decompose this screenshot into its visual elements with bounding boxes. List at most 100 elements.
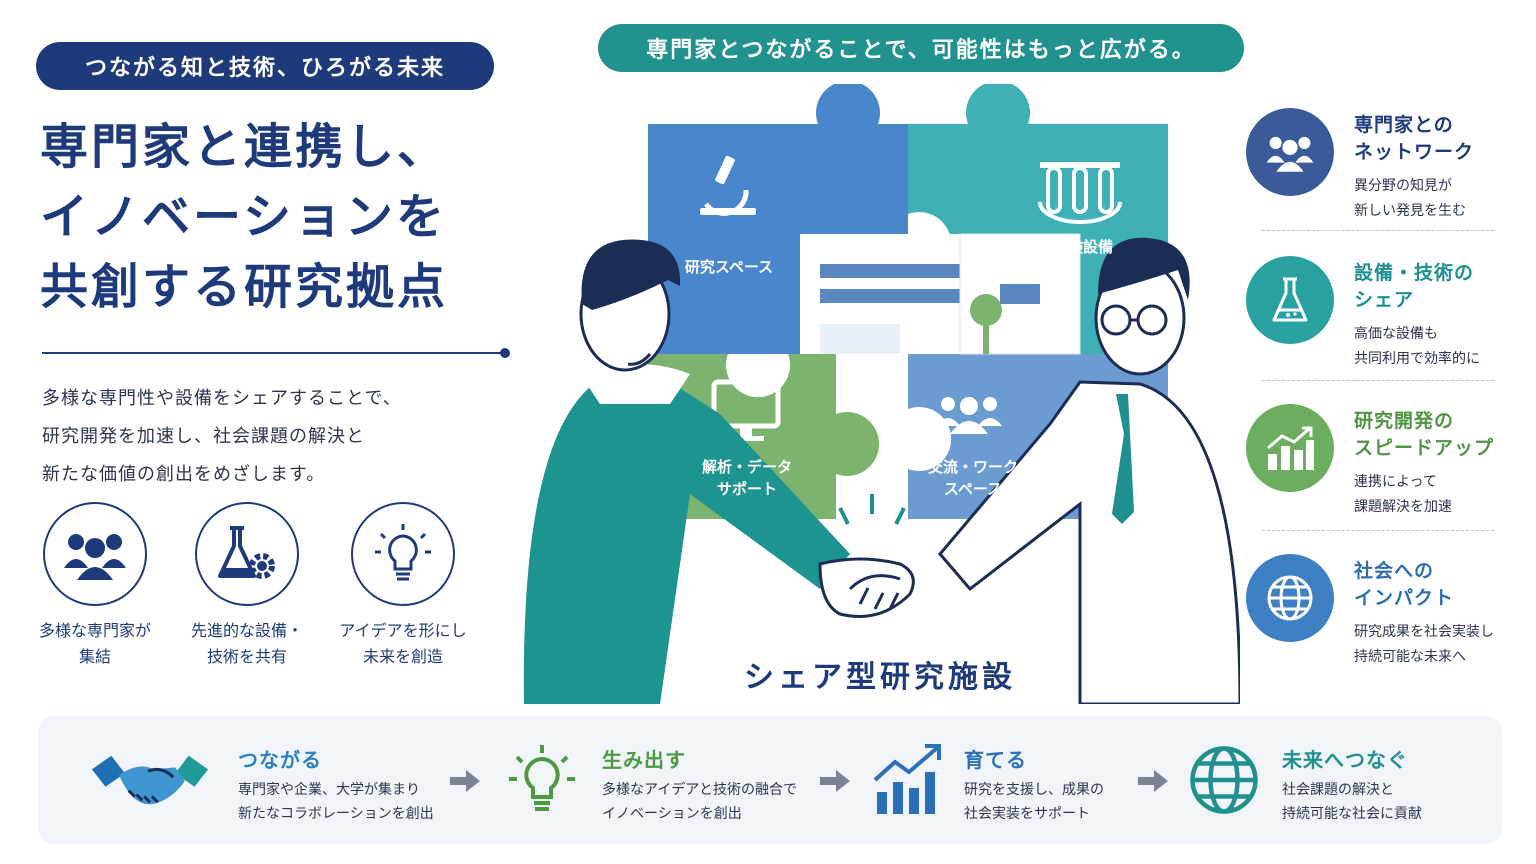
benefit-title: 設備・技術の シェア [1354,260,1474,314]
puzzle-label-analysis-support: 解析・データ サポート [692,456,802,500]
facility-label: シェア型研究施設 [744,660,1016,695]
step-desc-line: 持続可能な社会に貢献 [1282,806,1422,822]
step-icon [868,740,948,820]
puzzle-label-line: 実験設備 [1052,238,1113,256]
benefit-title-line: シェア [1354,289,1415,311]
benefit-desc-line: 連携によって [1354,474,1437,490]
title-divider [42,352,504,354]
puzzle-label-line: 研究スペース [684,258,774,276]
handshake-icon [91,755,209,805]
benefit-equipment-share: 設備・技術の シェア 高価な設備も 共同利用で効率的に [1246,256,1516,396]
people-group-icon [64,534,126,580]
arrow-right-icon [1138,770,1168,792]
tagline-pill: つながる知と技術、ひろがる未来 [36,42,494,90]
step-desc: 多様なアイデアと技術の融合で イノベーションを創出 [602,778,832,826]
feature-equipment: 先進的な設備・ 技術を共有 [172,502,322,670]
bar-chart-arrow-icon [873,744,941,814]
benefit-title: 社会への インパクト [1354,558,1454,612]
feature-icon-circle [351,502,455,606]
feature-icon-circle [43,502,147,606]
benefit-title-line: 社会への [1354,560,1435,582]
arrow-right-icon [450,770,480,792]
step-title: つながる [238,748,322,772]
benefit-title-line: 専門家との [1354,114,1454,136]
step-title: 生み出す [602,748,686,772]
people-group-icon [936,397,1002,434]
feature-label: 先進的な設備・ 技術を共有 [172,618,322,670]
page-title: 専門家と連携し、 イノベーションを 共創する研究拠点 [40,112,520,322]
benefit-title: 研究開発の スピードアップ [1354,408,1494,462]
benefit-icon-circle [1246,404,1334,492]
feature-icon-circle [195,502,299,606]
researcher-right-illustration [938,237,1240,704]
puzzle-label-lab-equipment: 実験設備 [1028,236,1138,258]
puzzle-label-line: 交流・ワーク [927,458,1018,476]
step-title: 未来へつなぐ [1282,748,1408,772]
benefit-title-line: スピードアップ [1354,437,1495,459]
feature-label: 多様な専門家が 集結 [20,618,170,670]
step-desc: 社会課題の解決と 持続可能な社会に貢献 [1282,778,1512,826]
benefit-desc-line: 研究成果を社会実装し [1354,624,1494,640]
feature-ideas: アイデアを形にし 未来を創造 [328,502,478,670]
step-desc-line: 多様なアイデアと技術の融合で [602,782,798,798]
benefit-icon-circle [1246,108,1334,196]
benefit-desc-line: 異分野の知見が [1354,178,1452,194]
puzzle-label-line: スペース [943,480,1003,498]
shared-facility-illustration [523,84,1240,704]
puzzle-label-line: 解析・データ [701,458,792,476]
people-group-icon [1266,136,1314,172]
step-desc-line: 新たなコラボレーションを創出 [238,806,434,822]
benefit-speedup: 研究開発の スピードアップ 連携によって 課題解決を加速 [1246,404,1516,544]
feature-label-line: アイデアを形にし [339,621,467,640]
feature-label-line: 多様な専門家が [38,621,151,640]
puzzle-piece-research-space [648,84,908,354]
step-icon [90,740,210,820]
lead-text: 多様な専門性や設備をシェアすることで、 研究開発を加速し、社会課題の解決と 新た… [42,380,502,494]
title-divider-dot [500,348,510,358]
feature-label-line: 未来を創造 [362,647,443,666]
arrow-right-icon [820,770,850,792]
feature-label-line: 集結 [78,647,111,666]
lightbulb-icon [509,745,575,811]
benefit-title: 専門家との ネットワーク [1354,112,1474,166]
step-icon [1184,740,1264,820]
benefit-divider [1262,230,1494,231]
benefit-desc: 高価な設備も 共同利用で効率的に [1354,322,1524,372]
feature-label-line: 先進的な設備・ [190,621,303,640]
benefit-title-line: 設備・技術の [1354,262,1475,284]
flask-gear-icon [218,526,275,579]
step-future: 未来へつなぐ 社会課題の解決と 持続可能な社会に貢献 [1184,716,1484,844]
handshake-illustration [818,494,915,618]
benefit-icon-circle [1246,256,1334,344]
step-icon [502,740,582,820]
microscope-icon [700,155,756,216]
feature-label: アイデアを形にし 未来を創造 [328,618,478,670]
globe-icon [1267,575,1313,621]
building-illustration [800,233,1081,355]
researcher-left-illustration [523,239,850,704]
benefit-network: 専門家との ネットワーク 異分野の知見が 新しい発見を生む [1246,108,1516,248]
puzzle-label-line: サポート [716,480,777,498]
benefit-desc-line: 高価な設備も [1354,326,1438,342]
step-create: 生み出す 多様なアイデアと技術の融合で イノベーションを創出 [502,716,832,844]
feature-label-line: 技術を共有 [206,647,287,666]
title-line: 共創する研究拠点 [40,259,449,315]
benefit-desc: 連携によって 課題解決を加速 [1354,470,1524,520]
title-line: イノベーションを [40,189,448,245]
step-desc: 研究を支援し、成果の 社会実装をサポート [964,778,1194,826]
benefit-social-impact: 社会への インパクト 研究成果を社会実装し 持続可能な未来へ [1246,554,1516,694]
benefit-desc-line: 課題解決を加速 [1354,499,1452,515]
benefit-desc: 研究成果を社会実装し 持続可能な未来へ [1354,620,1524,670]
benefit-title-line: 研究開発の [1354,410,1455,432]
monitor-icon [711,379,781,441]
benefit-icon-circle [1246,554,1334,642]
growth-chart-icon [1267,426,1314,470]
benefit-divider [1262,530,1494,531]
flask-icon [1272,277,1308,322]
step-desc-line: 研究を支援し、成果の [964,782,1104,798]
lead-line: 多様な専門性や設備をシェアすることで、 [42,388,402,409]
benefit-desc: 異分野の知見が 新しい発見を生む [1354,174,1524,224]
step-desc-line: 社会実装をサポート [964,806,1090,822]
benefit-title-line: ネットワーク [1354,141,1475,163]
center-banner: 専門家とつながることで、可能性はもっと広がる。 [598,24,1244,72]
